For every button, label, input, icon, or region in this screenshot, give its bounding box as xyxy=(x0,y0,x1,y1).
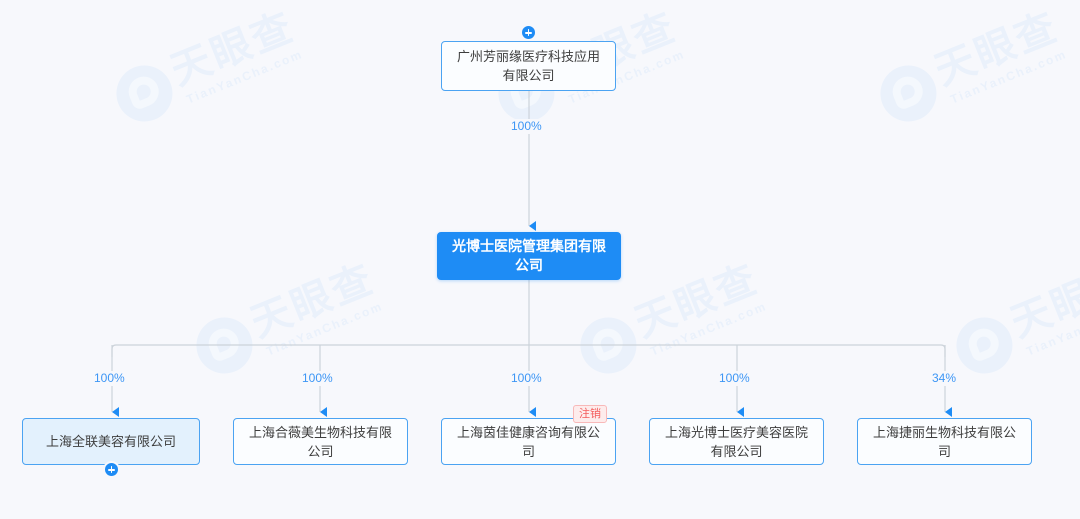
edge-bus xyxy=(111,344,946,357)
watermark: 天眼查 TianYanCha.com xyxy=(108,4,306,130)
watermark-text-cn: 天眼查 xyxy=(928,4,1065,94)
child-company-node-1[interactable]: 上海全联美容有限公司 xyxy=(22,418,200,465)
root-company-name: 光博士医院管理集团有限公司 xyxy=(452,238,606,273)
watermark-text-en: TianYanCha.com xyxy=(264,298,386,359)
tianyancha-logo-icon xyxy=(188,309,261,382)
child-company-name-2: 上海合薇美生物科技有限公司 xyxy=(248,424,392,459)
child-company-name-3: 上海茵佳健康咨询有限公司 xyxy=(456,424,600,459)
child-company-node-2[interactable]: 上海合薇美生物科技有限公司 xyxy=(233,418,408,465)
watermark-text-cn: 天眼查 xyxy=(244,256,381,346)
watermark-text-cn: 天眼查 xyxy=(1004,256,1080,346)
edge-label-child-1: 100% xyxy=(91,371,128,386)
child-company-name-5: 上海捷丽生物科技有限公司 xyxy=(872,424,1016,459)
watermark-text-en: TianYanCha.com xyxy=(948,46,1070,107)
status-badge-child-3: 注销 xyxy=(573,405,607,423)
child-company-node-4[interactable]: 上海光博士医疗美容医院有限公司 xyxy=(649,418,824,465)
child-company-node-5[interactable]: 上海捷丽生物科技有限公司 xyxy=(857,418,1032,465)
parent-company-node[interactable]: 广州芳丽缘医疗科技应用有限公司 xyxy=(441,41,616,91)
watermark-text-cn: 天眼查 xyxy=(628,256,765,346)
edge-label-child-2: 100% xyxy=(299,371,336,386)
watermark-text-en: TianYanCha.com xyxy=(1024,298,1080,359)
watermark: 天眼查 TianYanCha.com xyxy=(948,256,1080,382)
edge-label-parent-to-root: 100% xyxy=(508,119,545,134)
watermark-text-cn: 天眼查 xyxy=(164,4,301,94)
edge-label-child-4: 100% xyxy=(716,371,753,386)
watermark-text-en: TianYanCha.com xyxy=(184,46,306,107)
parent-company-name: 广州芳丽缘医疗科技应用有限公司 xyxy=(456,49,600,83)
watermark: 天眼查 TianYanCha.com xyxy=(872,4,1070,130)
child-company-node-3[interactable]: 上海茵佳健康咨询有限公司 xyxy=(441,418,616,465)
tianyancha-logo-icon xyxy=(572,309,645,382)
edge-label-child-5: 34% xyxy=(929,371,960,386)
expand-parent-plus-icon[interactable] xyxy=(520,24,537,41)
watermark-text-en: TianYanCha.com xyxy=(648,298,770,359)
watermark: 天眼查 TianYanCha.com xyxy=(188,256,386,382)
expand-child-1-plus-icon[interactable] xyxy=(103,461,120,478)
child-company-name-1: 上海全联美容有限公司 xyxy=(45,434,176,449)
root-company-node[interactable]: 光博士医院管理集团有限公司 xyxy=(437,232,621,280)
tianyancha-logo-icon xyxy=(108,57,181,130)
tianyancha-logo-icon xyxy=(872,57,945,130)
edge-label-child-3: 100% xyxy=(508,371,545,386)
child-company-name-4: 上海光博士医疗美容医院有限公司 xyxy=(664,424,808,459)
